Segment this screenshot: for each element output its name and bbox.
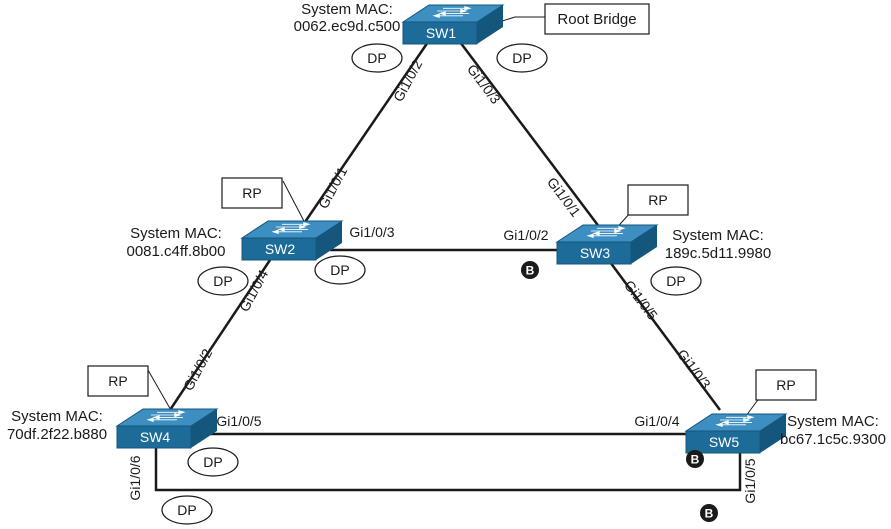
callout-boxes xyxy=(87,3,817,401)
dp-sw4-gi1-0-5: DP xyxy=(203,454,222,470)
sw2-mac-value: 0081.c4ff.8b00 xyxy=(127,243,226,260)
port-sw3-gi1-0-2: Gi1/0/2 xyxy=(503,227,548,243)
switch-sw1[interactable]: SW1 xyxy=(401,4,505,45)
sw2-name: SW2 xyxy=(265,241,296,257)
dp-sw2-gi1-0-4: DP xyxy=(213,273,232,289)
sw4-mac-label: System MAC: xyxy=(11,408,103,425)
sw2-rp-label: RP xyxy=(242,185,261,201)
sw5-mac-value: bc67.1c5c.9300 xyxy=(780,431,886,448)
sw2-rp-box xyxy=(221,177,283,209)
port-sw2-gi1-0-3: Gi1/0/3 xyxy=(349,224,394,240)
port-sw1-gi1-0-3: Gi1/0/3 xyxy=(464,61,504,107)
designated-port-markers xyxy=(161,43,702,525)
sw2-mac-label: System MAC: xyxy=(130,225,222,242)
sw3-mac-label: System MAC: xyxy=(672,227,764,244)
link-sw1-sw3 xyxy=(459,41,601,229)
sw5-rp-label: RP xyxy=(776,377,795,393)
port-sw4-gi1-0-6: Gi1/0/6 xyxy=(127,455,143,500)
blocked-port-markers xyxy=(521,261,718,522)
sw3-mac-value: 189c.5d11.9980 xyxy=(665,245,772,262)
port-sw2-gi1-0-1: Gi1/0/1 xyxy=(315,164,350,212)
sw1-name: SW1 xyxy=(426,25,457,41)
dp-sw4-gi1-0-6: DP xyxy=(177,502,196,518)
sw3-name: SW3 xyxy=(580,245,611,261)
blocked-sw5-gi1-0-5: B xyxy=(705,507,714,521)
sw1-mac-label: System MAC: xyxy=(301,1,393,18)
sw4-rp-box xyxy=(87,365,149,397)
switch-sw2[interactable]: SW2 xyxy=(240,220,344,261)
port-sw5-gi1-0-4: Gi1/0/4 xyxy=(634,413,679,429)
switch-sw5[interactable]: SW5 xyxy=(684,413,788,454)
port-sw4-gi1-0-5: Gi1/0/5 xyxy=(216,413,261,429)
dp-sw3-gi1-0-5: DP xyxy=(666,273,685,289)
port-sw5-gi1-0-3: Gi1/0/3 xyxy=(674,346,714,392)
sw5-rp-box xyxy=(755,369,817,401)
sw5-mac-label: System MAC: xyxy=(787,413,879,430)
port-sw4-gi1-0-2: Gi1/0/2 xyxy=(180,346,215,394)
sw1-mac-value: 0062.ec9d.c500 xyxy=(294,18,401,35)
dp-sw1-gi1-0-3: DP xyxy=(512,50,531,66)
root-bridge-box xyxy=(544,3,650,35)
dp-sw1-gi1-0-2: DP xyxy=(367,50,386,66)
dp-sw2-gi1-0-3: DP xyxy=(330,262,349,278)
blocked-sw5-gi1-0-4: B xyxy=(691,453,700,467)
sw4-rp-label: RP xyxy=(108,373,127,389)
sw3-rp-label: RP xyxy=(648,192,667,208)
link-sw1-sw2 xyxy=(303,41,430,223)
link-sw3-sw5 xyxy=(608,261,722,411)
callout-pointers xyxy=(147,16,761,421)
link-sw2-sw4 xyxy=(168,259,272,411)
sw4-mac-value: 70df.2f22.b880 xyxy=(7,426,107,443)
switch-sw3[interactable]: SW3 xyxy=(555,224,659,265)
port-sw5-gi1-0-5: Gi1/0/5 xyxy=(742,458,758,503)
switch-sw4[interactable]: SW4 xyxy=(115,408,219,449)
sw5-name: SW5 xyxy=(709,434,740,450)
blocked-sw3-gi1-0-2: B xyxy=(526,264,535,278)
root-bridge-label: Root Bridge xyxy=(557,11,636,28)
sw3-rp-box xyxy=(627,184,689,216)
links xyxy=(154,41,742,492)
sw4-name: SW4 xyxy=(140,429,171,445)
link-sw4-sw5-bottom xyxy=(154,448,742,492)
